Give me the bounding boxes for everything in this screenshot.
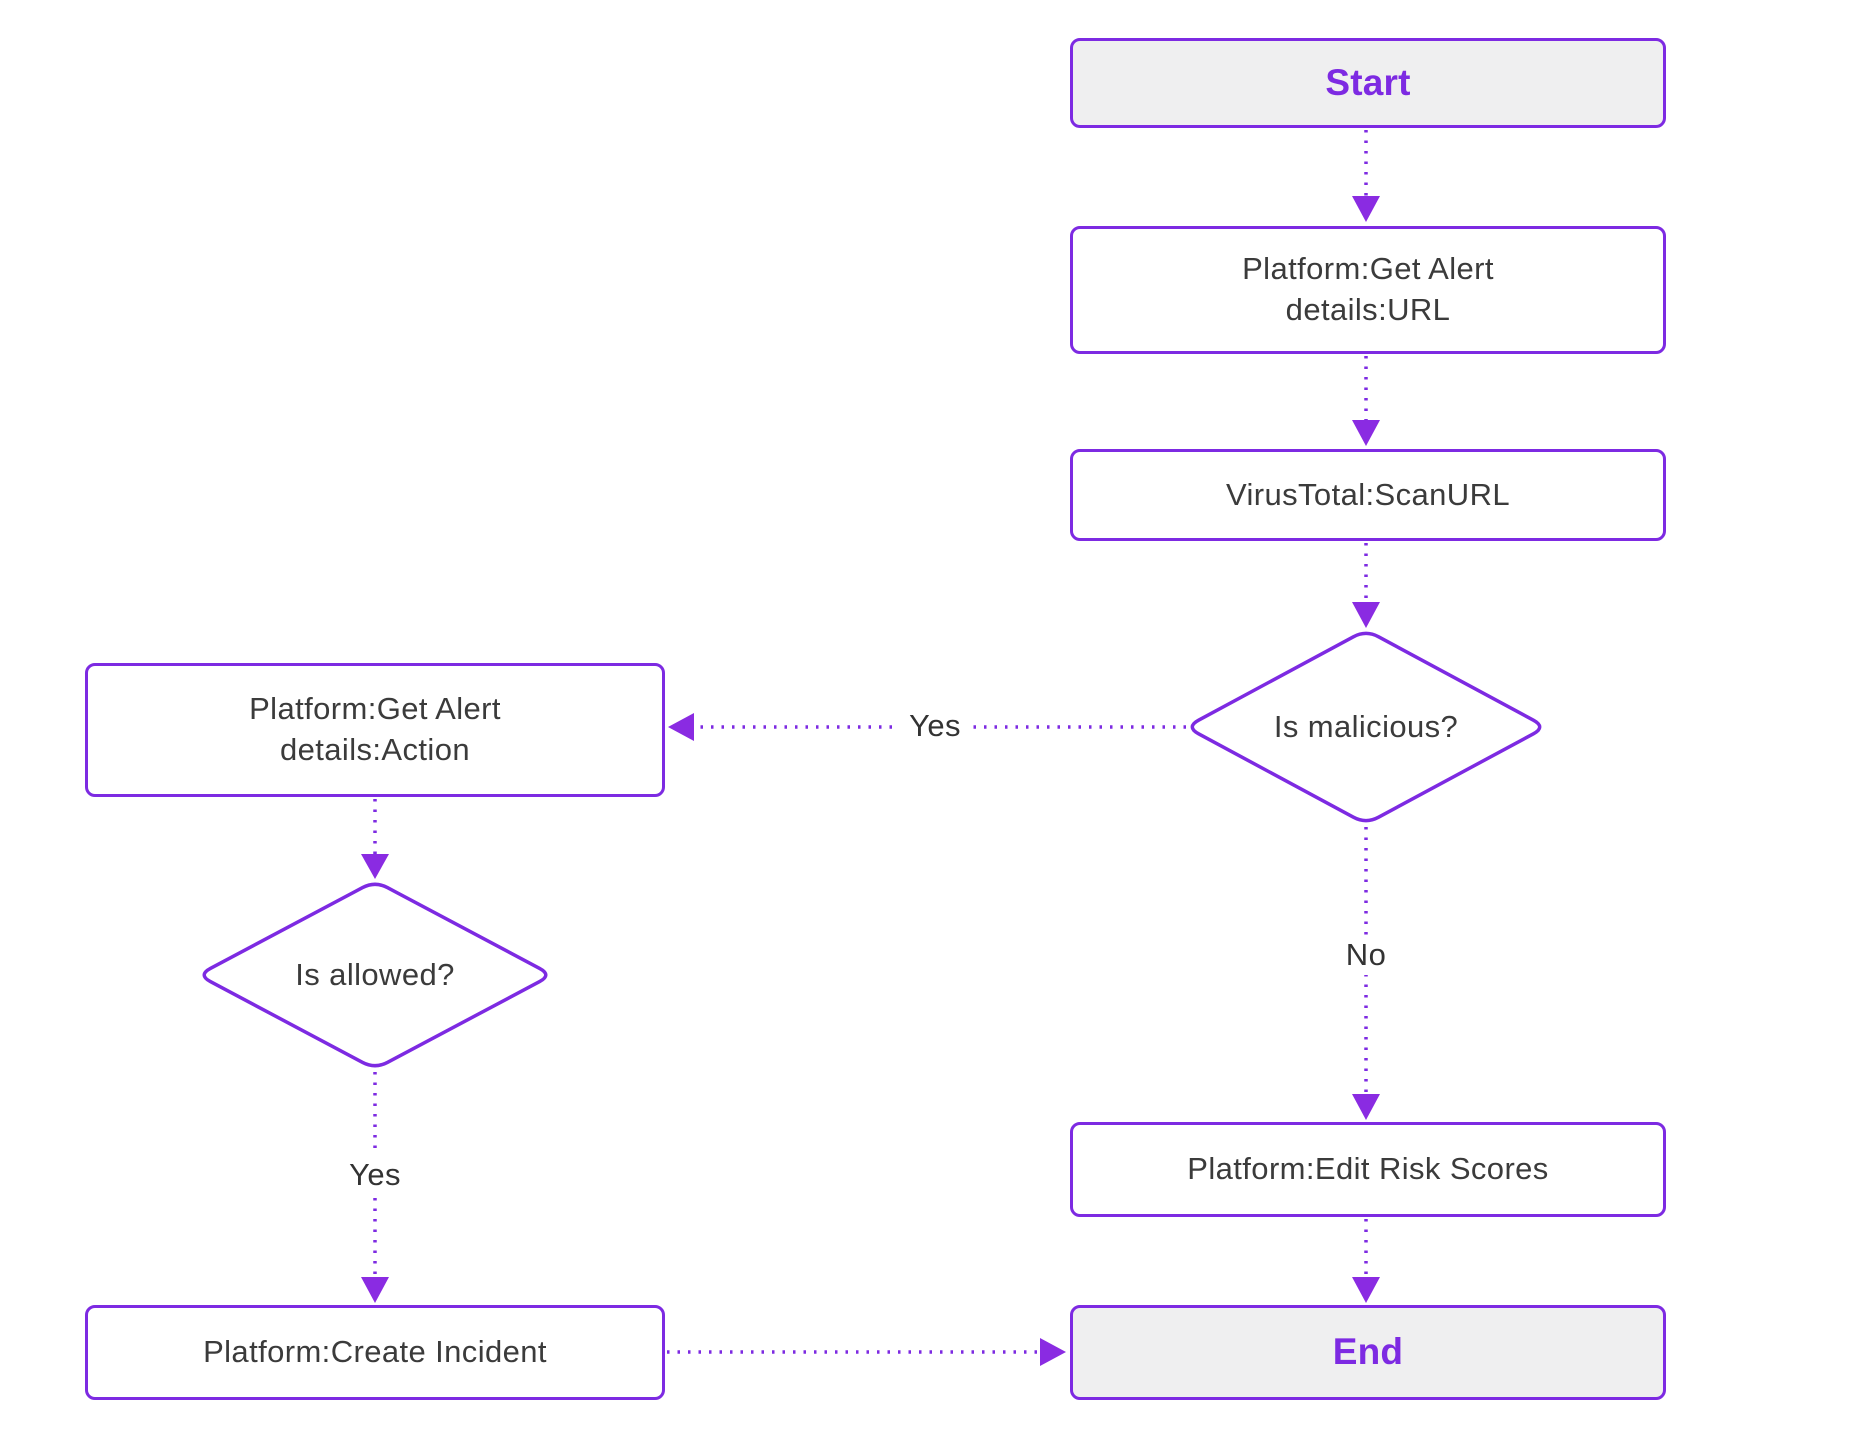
- node-create-incident[interactable]: Platform:Create Incident: [85, 1305, 665, 1400]
- arrowhead-down-icon: [1352, 196, 1380, 222]
- arrowhead-right-icon: [1040, 1338, 1066, 1366]
- arrowhead-down-icon: [361, 1277, 389, 1303]
- edge-is-malicious-no-to-edit-risk: [1352, 827, 1380, 1120]
- node-end[interactable]: End: [1070, 1305, 1666, 1400]
- arrowhead-left-icon: [668, 713, 694, 741]
- edge-label-malicious-no: No: [1335, 935, 1397, 975]
- node-get-alert-details-action-label-line1: Platform:Get Alert: [249, 691, 501, 727]
- node-virustotal-scanurl-label: VirusTotal:ScanURL: [1225, 476, 1511, 512]
- node-virustotal-scanurl[interactable]: VirusTotal:ScanURL: [1070, 449, 1666, 541]
- edge-create-incident-to-end: [667, 1338, 1066, 1366]
- node-get-alert-details-action[interactable]: Platform:Get Alert details:Action: [85, 663, 665, 797]
- arrowhead-down-icon: [361, 854, 389, 879]
- edge-edit-risk-to-end: [1352, 1219, 1380, 1303]
- edge-label-allowed-yes: Yes: [339, 1155, 411, 1195]
- node-create-incident-label: Platform:Create Incident: [203, 1334, 547, 1370]
- node-end-label: End: [1332, 1331, 1404, 1373]
- node-get-alert-details-url-label-line2: details:URL: [1285, 292, 1451, 327]
- edge-label-malicious-yes: Yes: [899, 706, 971, 746]
- edge-start-to-get-alert-url: [1352, 130, 1380, 222]
- node-start[interactable]: Start: [1070, 38, 1666, 128]
- arrowhead-down-icon: [1352, 1094, 1380, 1120]
- node-is-allowed[interactable]: [202, 882, 548, 1068]
- edge-is-malicious-yes-to-get-alert-action: [668, 713, 1186, 741]
- node-edit-risk-scores[interactable]: Platform:Edit Risk Scores: [1070, 1122, 1666, 1217]
- node-start-label: Start: [1325, 61, 1411, 103]
- arrowhead-down-icon: [1352, 1277, 1380, 1303]
- node-get-alert-details-url-label-line1: Platform:Get Alert: [1242, 251, 1494, 287]
- edge-get-alert-url-to-virustotal: [1352, 356, 1380, 446]
- arrowhead-down-icon: [1352, 420, 1380, 446]
- edge-is-allowed-yes-to-create-incident: [361, 1072, 389, 1303]
- node-get-alert-details-action-label-line2: details:Action: [280, 732, 470, 767]
- node-get-alert-details-url[interactable]: Platform:Get Alert details:URL: [1070, 226, 1666, 354]
- node-is-malicious[interactable]: [1190, 631, 1542, 823]
- edge-virustotal-to-is-malicious: [1352, 543, 1380, 628]
- arrowhead-down-icon: [1352, 602, 1380, 628]
- node-edit-risk-scores-label: Platform:Edit Risk Scores: [1187, 1151, 1549, 1187]
- edge-get-alert-action-to-is-allowed: [361, 799, 389, 879]
